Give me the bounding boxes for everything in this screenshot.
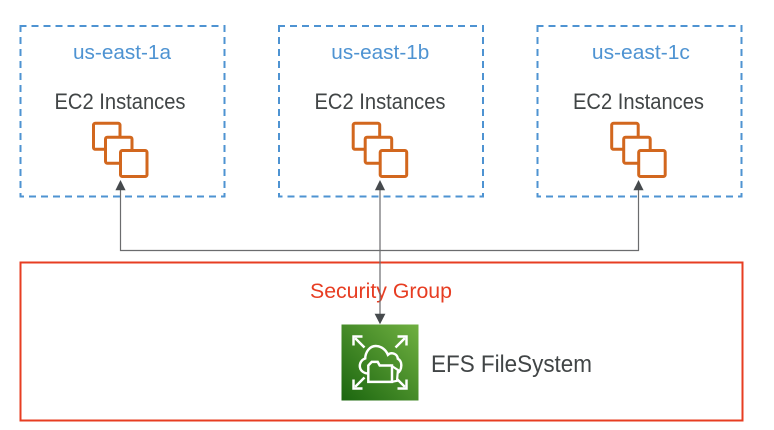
- svg-text:EC2 Instances: EC2 Instances: [55, 89, 186, 114]
- svg-text:us-east-1a: us-east-1a: [73, 41, 172, 64]
- svg-text:us-east-1b: us-east-1b: [331, 41, 429, 64]
- svg-text:us-east-1c: us-east-1c: [592, 41, 690, 64]
- svg-text:EC2 Instances: EC2 Instances: [573, 89, 704, 114]
- svg-text:EFS FileSystem: EFS FileSystem: [431, 351, 592, 378]
- svg-text:EC2 Instances: EC2 Instances: [315, 89, 446, 114]
- svg-text:Security Group: Security Group: [310, 279, 452, 303]
